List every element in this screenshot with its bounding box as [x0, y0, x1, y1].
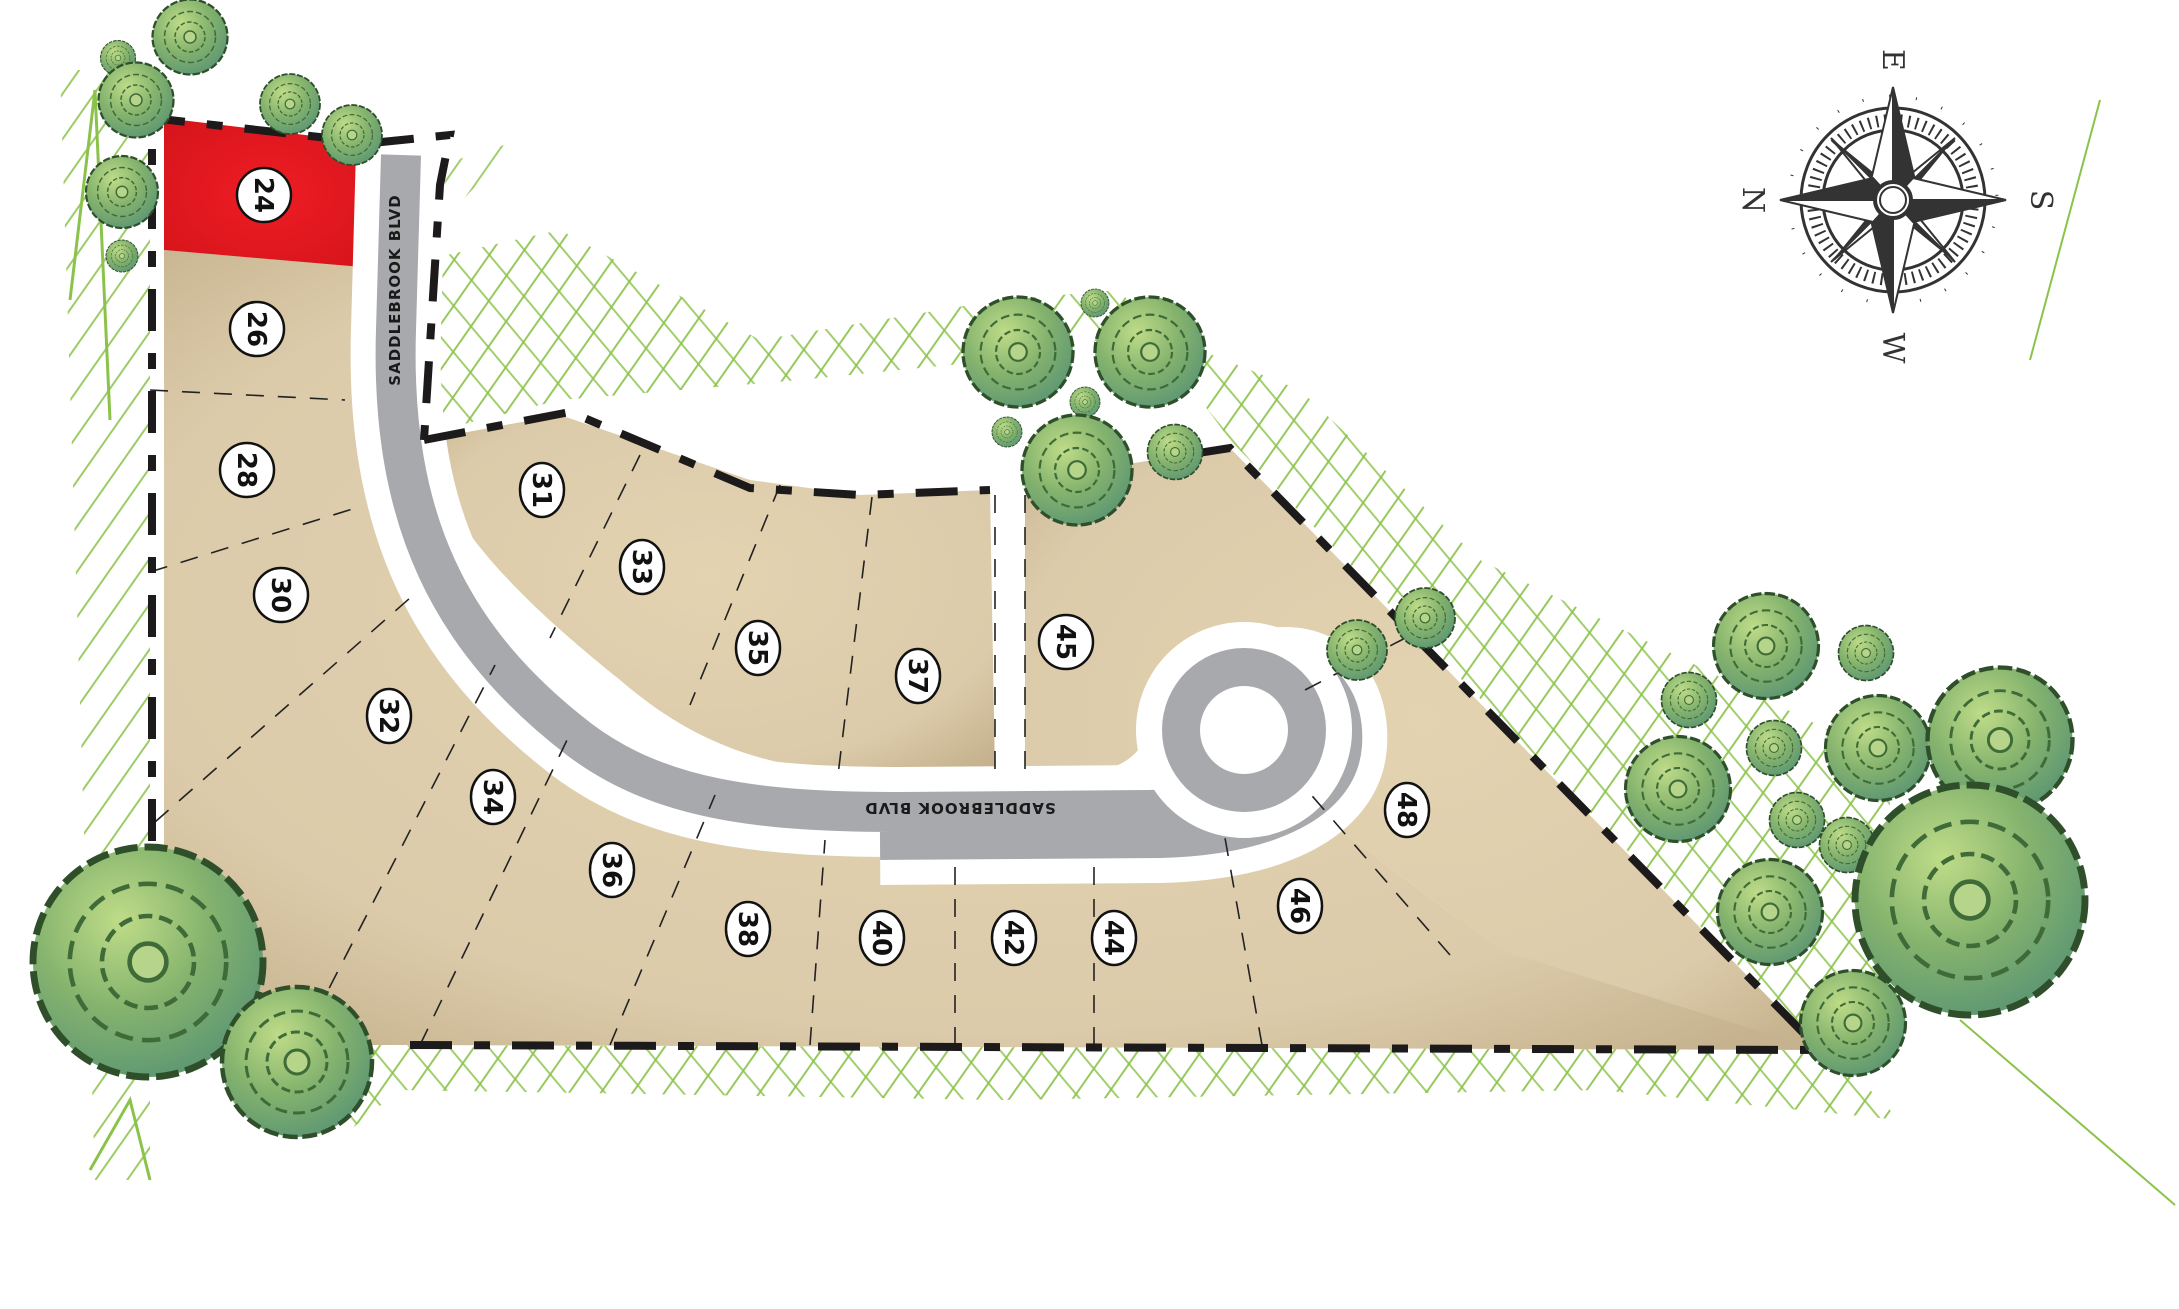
road-label-vertical: SADDLEBROOK BLVD — [386, 194, 404, 385]
tree-icon — [84, 154, 160, 230]
tree-icon — [1394, 587, 1456, 649]
road: SADDLEBROOK BLVD SADDLEBROOK BLVD — [350, 148, 1388, 885]
tree-icon — [151, 0, 229, 76]
tree-icon — [991, 416, 1023, 448]
tree-icon — [1326, 619, 1388, 681]
tree-icon — [1715, 857, 1825, 967]
tree-icon — [1837, 624, 1895, 682]
lot-32[interactable]: 32 — [365, 687, 413, 745]
tree-icon — [1823, 693, 1933, 803]
lot-24-number: 24 — [248, 177, 278, 213]
tree-icon — [321, 104, 383, 166]
tree-icon — [1660, 671, 1718, 729]
tree-icon — [1745, 719, 1803, 777]
tree-icon — [1020, 413, 1134, 527]
lot-37-number: 37 — [902, 658, 932, 694]
lot-46[interactable]: 46 — [1276, 877, 1324, 935]
lot-48-number: 48 — [1391, 792, 1421, 828]
lot-42[interactable]: 42 — [990, 909, 1038, 967]
tree-icon — [1080, 288, 1110, 318]
lot-33[interactable]: 33 — [618, 538, 666, 596]
tree-icon — [961, 295, 1075, 409]
tree-icon — [1711, 591, 1821, 701]
lot-30-number: 30 — [265, 577, 295, 613]
cul-de-sac-island — [1200, 686, 1288, 774]
compass-north-label: N — [1735, 187, 1770, 213]
lot-31-number: 31 — [526, 472, 556, 508]
lot-shape-west-fan — [164, 250, 1821, 1050]
tree-icon — [259, 73, 321, 135]
lot-44-number: 44 — [1098, 920, 1128, 956]
tree-icon — [1069, 386, 1101, 418]
lot-33-number: 33 — [626, 549, 656, 585]
lot-26-number: 26 — [241, 311, 271, 347]
lot-shape-east-block — [1025, 448, 1820, 1050]
tree-icon — [97, 61, 175, 139]
lot-34[interactable]: 34 — [469, 768, 517, 826]
tree-icon — [1855, 785, 2085, 1015]
lot-24[interactable]: 24 — [235, 166, 293, 224]
lot-45[interactable]: 45 — [1037, 613, 1095, 671]
tree-icon — [1093, 295, 1207, 409]
lot-30[interactable]: 30 — [252, 566, 310, 624]
lot-45-number: 45 — [1050, 624, 1080, 660]
lot-badges: 24 26 28 30 31 32 33 34 — [218, 166, 1431, 967]
lot-37[interactable]: 37 — [894, 647, 942, 705]
lot-shape-north-row — [424, 415, 995, 775]
lot-40-number: 40 — [866, 920, 896, 956]
tree-icon — [1768, 791, 1826, 849]
lot-34-number: 34 — [477, 779, 507, 815]
compass-south-label: S — [2023, 190, 2058, 211]
lot-35-number: 35 — [742, 630, 772, 666]
lot-36-number: 36 — [596, 852, 626, 888]
lot-40[interactable]: 40 — [858, 909, 906, 967]
compass-rose-icon: N S E W — [1735, 49, 2058, 364]
lot-38-number: 38 — [732, 911, 762, 947]
tree-icon — [222, 987, 372, 1137]
lot-44[interactable]: 44 — [1090, 909, 1138, 967]
tree-icon — [1623, 734, 1733, 844]
lot-36[interactable]: 36 — [588, 841, 636, 899]
tree-icon — [105, 239, 139, 273]
lot-48[interactable]: 48 — [1383, 781, 1431, 839]
lot-32-number: 32 — [373, 698, 403, 734]
lot-46-number: 46 — [1284, 888, 1314, 924]
lot-38[interactable]: 38 — [724, 900, 772, 958]
lot-31[interactable]: 31 — [518, 461, 566, 519]
lot-42-number: 42 — [998, 920, 1028, 956]
lot-35[interactable]: 35 — [734, 619, 782, 677]
tree-icon — [1146, 423, 1204, 481]
lot-dividers — [149, 389, 1451, 1046]
compass-east-label: E — [1875, 49, 1910, 71]
tree-icon — [1798, 968, 1908, 1078]
lot-28[interactable]: 28 — [218, 441, 276, 499]
compass-west-label: W — [1875, 333, 1910, 364]
lot-28-number: 28 — [231, 452, 261, 488]
lot-26[interactable]: 26 — [228, 300, 286, 358]
road-label-horizontal: SADDLEBROOK BLVD — [864, 799, 1055, 817]
